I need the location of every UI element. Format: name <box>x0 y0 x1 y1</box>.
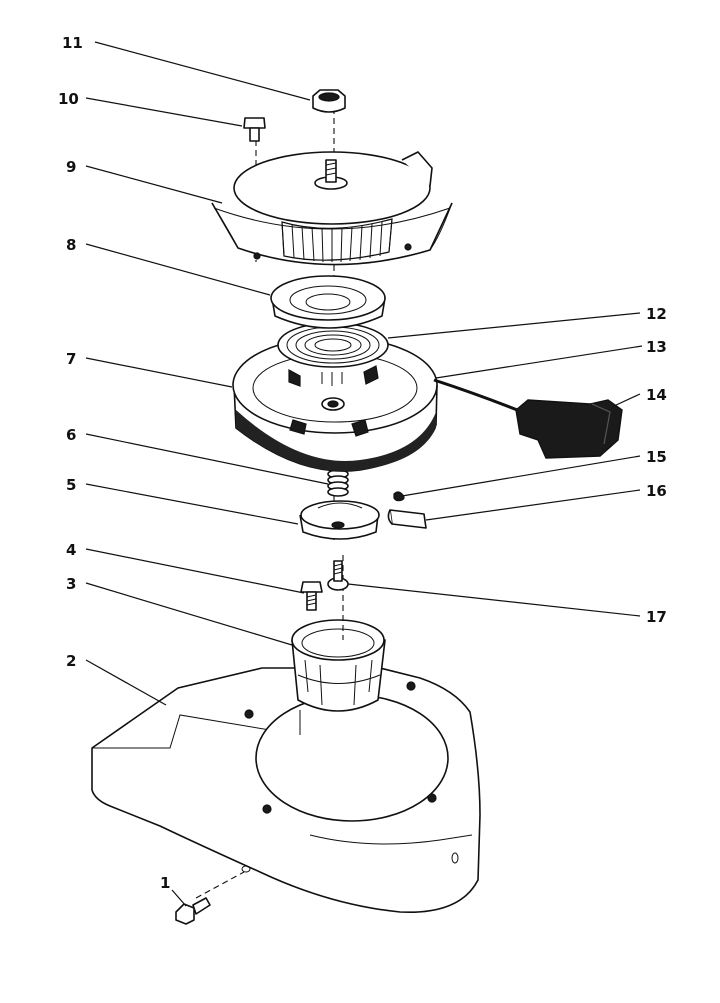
leader-14 <box>613 393 641 407</box>
leader-9 <box>85 165 223 204</box>
leader-3 <box>85 582 293 646</box>
leader-17 <box>347 583 641 617</box>
leader-12 <box>387 312 641 339</box>
callout-8: 8 <box>66 236 76 254</box>
leader-16 <box>425 489 641 521</box>
callout-14: 14 <box>646 386 667 404</box>
part-11-nut <box>312 89 346 113</box>
part-1-bolt <box>175 897 211 925</box>
callout-15: 15 <box>646 448 667 466</box>
leader-13 <box>435 345 643 379</box>
callout-3: 3 <box>66 575 76 593</box>
part-2-blower-housing <box>91 667 481 914</box>
part-8-spring-cover <box>270 275 386 329</box>
part-16-pawl <box>387 509 427 529</box>
callout-4: 4 <box>66 541 76 559</box>
part-10-screw <box>243 117 266 142</box>
leader-7 <box>85 357 233 388</box>
part-7-rope-pulley <box>232 336 438 472</box>
callout-16: 16 <box>646 482 667 500</box>
callout-12: 12 <box>646 305 667 323</box>
leader-10 <box>85 97 243 127</box>
callout-9: 9 <box>66 158 76 176</box>
part-9-starter-housing <box>211 151 453 266</box>
leader-lines <box>85 41 643 907</box>
callout-5: 5 <box>66 476 76 494</box>
leader-11 <box>94 41 311 101</box>
part-6-spring <box>327 469 349 497</box>
part-15-pawl-spring <box>393 491 405 502</box>
part-3-starter-cup <box>291 619 386 712</box>
callout-13: 13 <box>646 338 667 356</box>
part-14-starter-handle <box>515 399 623 459</box>
callout-6: 6 <box>66 426 76 444</box>
bolt-alignment-line <box>195 871 245 899</box>
leader-4 <box>85 548 305 594</box>
leader-15 <box>401 455 641 497</box>
callout-labels: 11 10 9 8 7 6 5 4 3 2 1 12 13 14 15 16 1… <box>58 34 667 892</box>
leader-6 <box>85 433 329 485</box>
callout-7: 7 <box>66 350 76 368</box>
leader-2 <box>85 659 167 706</box>
leader-5 <box>85 483 299 525</box>
callout-1: 1 <box>160 874 170 892</box>
part-4-screw <box>300 581 323 611</box>
callout-10: 10 <box>58 90 79 108</box>
leader-8 <box>85 243 271 296</box>
leader-1 <box>171 889 187 907</box>
part-5-retainer <box>299 500 380 540</box>
part-12-recoil-spring <box>277 322 389 368</box>
callout-11: 11 <box>62 34 83 52</box>
part-17-shoulder-screw <box>327 560 349 591</box>
callout-2: 2 <box>66 652 76 670</box>
callout-17: 17 <box>646 608 667 626</box>
